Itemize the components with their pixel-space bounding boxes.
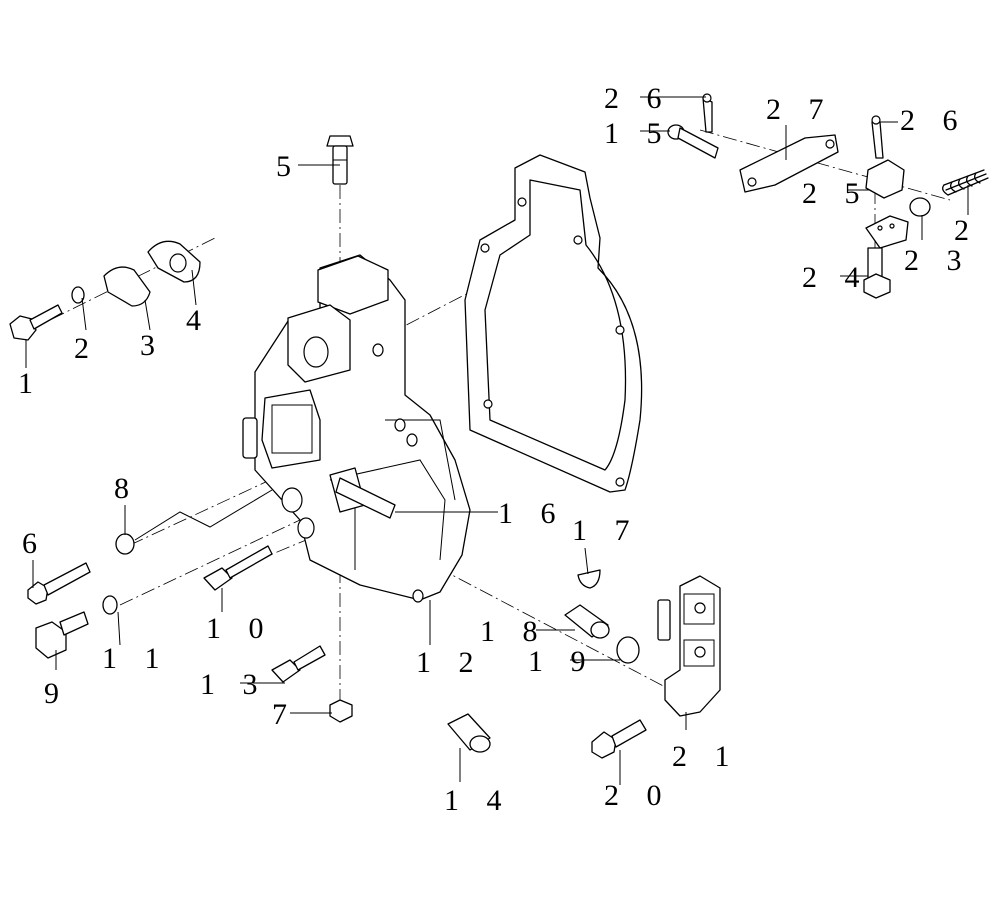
callout-23: 2 3	[904, 244, 972, 277]
callout-25: 2 5	[802, 177, 870, 210]
callout-1: 1	[18, 367, 43, 400]
callout-20: 2 0	[604, 779, 672, 812]
part-18-bushing	[564, 604, 610, 639]
callout-26-right: 2 6	[900, 104, 968, 137]
callout-16: 1 6	[498, 497, 566, 530]
part-23-spring	[942, 169, 989, 196]
callout-12: 1 2	[416, 646, 484, 679]
callout-15: 1 5	[604, 117, 672, 150]
callout-9: 9	[44, 677, 69, 710]
part-12-housing	[242, 254, 471, 603]
callout-5-top: 5	[276, 150, 301, 183]
callout-24: 2 4	[802, 261, 870, 294]
callout-19: 1 9	[528, 645, 596, 678]
part-6-bolt	[27, 562, 91, 605]
part-26-cotter-pin-a	[702, 93, 713, 133]
callout-21: 2 1	[672, 740, 740, 773]
part-13-screw	[271, 645, 326, 683]
callout-18: 1 8	[480, 615, 548, 648]
callout-22: 2 2	[954, 214, 992, 247]
part-25-clevis	[865, 159, 905, 199]
part-2-washer	[71, 286, 85, 304]
part-26-cotter-pin-b	[871, 115, 884, 159]
part-7-nut	[329, 699, 353, 723]
part-11-washer	[102, 595, 118, 615]
callout-6: 6	[22, 527, 47, 560]
part-8-washer	[115, 533, 135, 555]
part-1-bolt	[9, 304, 63, 341]
part-22-plug	[909, 197, 931, 217]
part-9-plug	[35, 611, 89, 659]
callout-26-left: 2 6	[604, 82, 672, 115]
callout-14: 1 4	[444, 784, 512, 817]
callout-27: 2 7	[766, 93, 834, 126]
callout-13: 1 3	[200, 668, 268, 701]
part-19-collar	[616, 636, 640, 664]
part-4-gasket	[147, 240, 201, 283]
callout-labels: 5 1 2 3 4 8 6 9 1 0 1 1 1 2 1 3 7 1 4 1 …	[18, 82, 992, 817]
large-gasket	[464, 154, 643, 493]
callout-8: 8	[114, 472, 139, 505]
leader-lines	[25, 96, 969, 785]
part-14-dowel	[447, 713, 491, 753]
part-5-bolt	[326, 135, 354, 185]
callout-4: 4	[186, 304, 211, 337]
part-10-screw	[203, 545, 273, 591]
callout-11: 1 1	[102, 642, 170, 675]
part-15-pin	[667, 124, 719, 159]
part-3-cover	[103, 266, 151, 307]
part-17-key	[577, 569, 601, 589]
part-20-bolt	[591, 719, 647, 759]
callout-10: 1 0	[206, 612, 274, 645]
callout-2: 2	[74, 332, 99, 365]
part-24-bolt	[863, 215, 909, 299]
callout-17: 1 7	[572, 514, 640, 547]
callout-3: 3	[140, 329, 165, 362]
part-21-lever	[657, 575, 721, 717]
part-16-pin	[335, 477, 396, 519]
callout-7: 7	[272, 698, 297, 731]
part-27-link	[739, 134, 839, 193]
